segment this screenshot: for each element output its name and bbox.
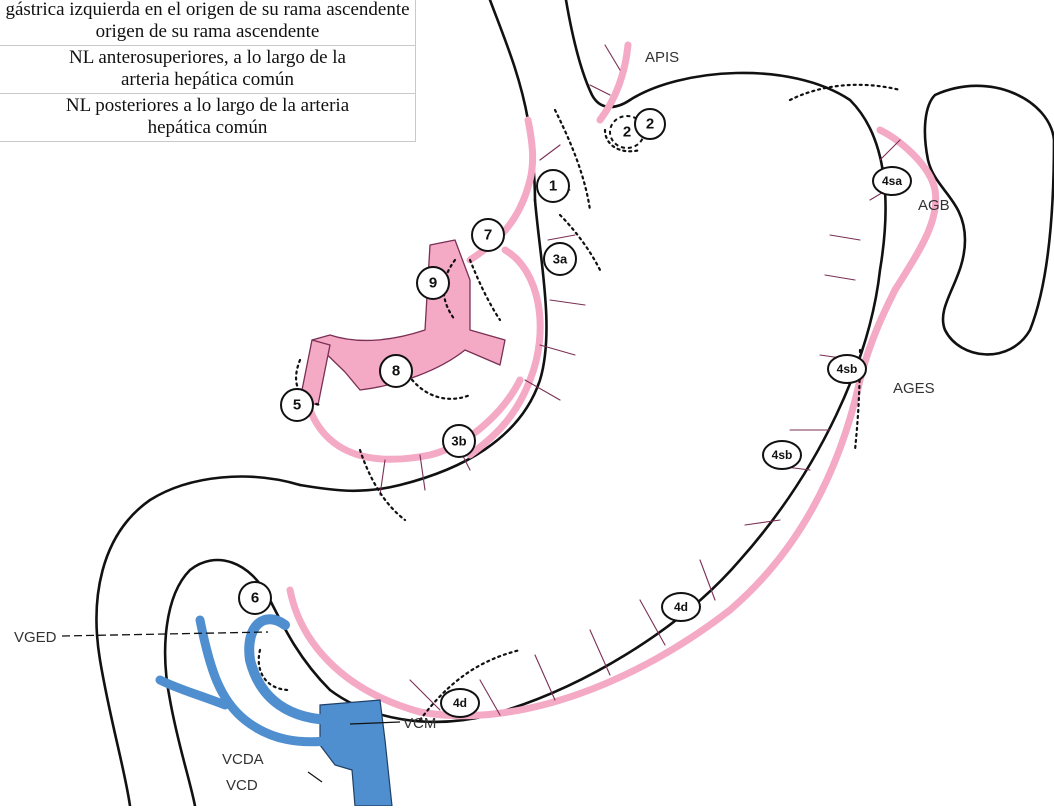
table-row: gástrica izquierda en el origen de su ra…: [0, 0, 415, 45]
node-5-label: 5: [293, 397, 301, 414]
node-9-label: 9: [429, 275, 437, 292]
stomach-greater-curvature: [270, 73, 886, 722]
node-4d-lower-label: 4d: [453, 696, 467, 710]
boundary-station-7: [470, 260, 500, 320]
table-cell-line: gástrica izquierda en el origen de su ra…: [0, 0, 415, 21]
label-vcm: VCM: [403, 715, 436, 732]
node-3b-label: 3b: [451, 434, 466, 449]
venous-system: [160, 619, 392, 806]
table-cell-line: arteria hepática común: [4, 69, 411, 91]
label-vcda: VCDA: [222, 751, 264, 768]
table-row: NL posteriores a lo largo de la arteria …: [0, 93, 415, 141]
lymph-node-table: gástrica izquierda en el origen de su ra…: [0, 0, 416, 142]
node-4sb-upper-label: 4sb: [837, 362, 858, 376]
esophagus-left-wall: [490, 0, 535, 200]
duodenum-outline: [97, 477, 300, 806]
table-cell-line: NL posteriores a lo largo de la arteria: [4, 95, 411, 117]
node-2b-label: 2: [646, 116, 654, 133]
node-6-label: 6: [251, 590, 259, 607]
artery-branches: [380, 45, 900, 715]
label-vcd: VCD: [226, 777, 258, 794]
node-1-label: 1: [549, 178, 557, 195]
table-cell-line: origen de su rama ascendente: [0, 21, 415, 43]
node-2a-label: 2: [623, 124, 631, 141]
table-cell-line: hepática común: [4, 117, 411, 139]
label-agb: AGB: [918, 197, 950, 214]
label-apis: APIS: [645, 49, 679, 66]
node-4sb-lower-label: 4sb: [772, 448, 793, 462]
table-cell-line: NL anterosuperiores, a lo largo de la: [4, 47, 411, 69]
spleen-outline: [925, 86, 1054, 355]
node-4d-upper-label: 4d: [674, 600, 688, 614]
node-8-label: 8: [392, 363, 400, 380]
label-vged: VGED: [14, 629, 57, 646]
vcd-leader-line: [308, 772, 322, 782]
posterior-gastric-artery: [600, 45, 628, 120]
node-4sa-label: 4sa: [882, 174, 902, 188]
node-3a-label: 3a: [553, 252, 568, 267]
node-7-label: 7: [484, 227, 492, 244]
table-row: NL anterosuperiores, a lo largo de la ar…: [0, 45, 415, 93]
label-ages: AGES: [893, 380, 935, 397]
